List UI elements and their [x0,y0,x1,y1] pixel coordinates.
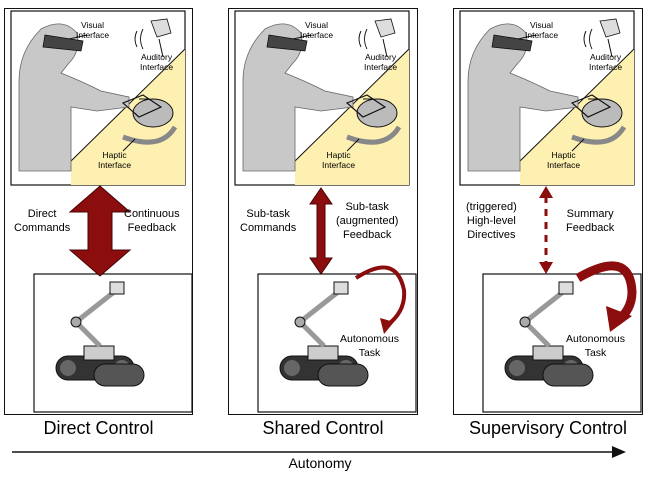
shared-autonomy-loop [354,265,407,328]
shared-control-title: Shared Control [262,418,384,438]
autonomy-axis-label: Autonomy [288,455,352,471]
subtask-feedback-label: Sub-task(augmented)Feedback [336,201,399,241]
shared-double-arrow [309,187,333,275]
supervisory-control-title: Supervisory Control [468,418,628,438]
direct-double-arrow [68,185,132,277]
robot-direct [34,274,192,412]
autonomy-axis-arrowhead [612,446,626,458]
direct-control-title: Direct Control [43,418,154,438]
